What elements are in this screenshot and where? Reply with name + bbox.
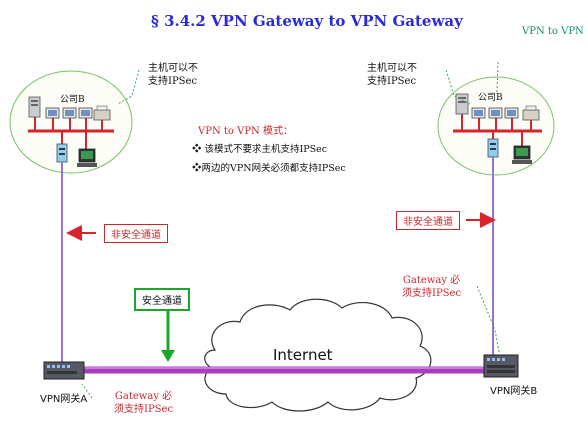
right-lan <box>453 112 542 148</box>
left-lan <box>28 115 114 150</box>
right-host-note-line1: 主机可以不 <box>367 63 417 74</box>
right-company-label: 公司B <box>478 93 503 103</box>
vpn-mode-item-1: ❖ 该模式不要求主机支持IPSec <box>192 144 328 155</box>
vpn-mode-item-2: ❖两边的VPN网关必须都支持IPSec <box>192 163 346 174</box>
left-host-note: 主机可以不 支持IPSec <box>148 62 198 88</box>
internet-cloud <box>204 298 432 412</box>
vpn-gateway-a-icon <box>43 361 85 380</box>
left-printer-icon <box>93 105 111 121</box>
internet-label: Internet <box>273 346 333 364</box>
right-gateway-note-leader <box>476 285 500 353</box>
secure-channel-label: 安全通道 <box>134 288 190 311</box>
right-gateway-note-line2: 须支持IPSec <box>402 288 462 299</box>
left-computer-icon-3 <box>78 107 93 119</box>
corner-note-leader <box>496 61 499 93</box>
left-server-icon <box>28 96 41 118</box>
secure-channel-arrowhead <box>161 350 175 362</box>
left-host-note-line2: 支持IPSec <box>148 76 198 87</box>
right-computer-icon-3 <box>504 107 519 119</box>
right-hub-icon <box>487 138 499 158</box>
left-computer-icon-1 <box>45 107 60 119</box>
left-host-note-leader <box>117 69 140 105</box>
page-title: § 3.4.2 VPN Gateway to VPN Gateway <box>151 12 463 30</box>
left-company-label: 公司B <box>60 95 85 105</box>
left-gateway-note-line1: Gateway 必 <box>114 391 173 402</box>
right-insecure-channel-label: 非安全通道 <box>396 211 460 230</box>
right-workstation-icon <box>512 145 532 164</box>
corner-label: VPN to VPN <box>522 26 584 37</box>
left-insecure-channel-label: 非安全通道 <box>104 224 168 243</box>
right-host-note-line2: 支持IPSec <box>367 76 417 87</box>
left-gateway-note: Gateway 必 须支持IPSec <box>114 390 173 416</box>
right-server-icon <box>455 93 469 115</box>
right-computer-icon-2 <box>488 107 503 119</box>
vpn-gateway-b-label: VPN网关B <box>490 386 538 397</box>
right-printer-icon <box>522 105 540 121</box>
right-gateway-note: Gateway 必 须支持IPSec <box>402 274 461 300</box>
vpn-gateway-b-icon <box>483 354 519 378</box>
left-computer-icon-2 <box>62 107 77 119</box>
left-gateway-note-line2: 须支持IPSec <box>114 404 174 415</box>
left-hub-icon <box>56 143 68 163</box>
left-workstation-icon <box>77 148 97 167</box>
vpn-gateway-a-label: VPN网关A <box>40 394 88 405</box>
right-computer-icon-1 <box>471 107 486 119</box>
right-host-note: 主机可以不 支持IPSec <box>367 62 417 88</box>
vpn-mode-title: VPN to VPN 模式： <box>198 126 293 137</box>
right-gateway-note-line1: Gateway 必 <box>402 275 461 286</box>
left-host-note-line1: 主机可以不 <box>148 63 198 74</box>
right-host-note-leader <box>445 69 471 105</box>
left-gateway-note-leader <box>81 383 93 399</box>
